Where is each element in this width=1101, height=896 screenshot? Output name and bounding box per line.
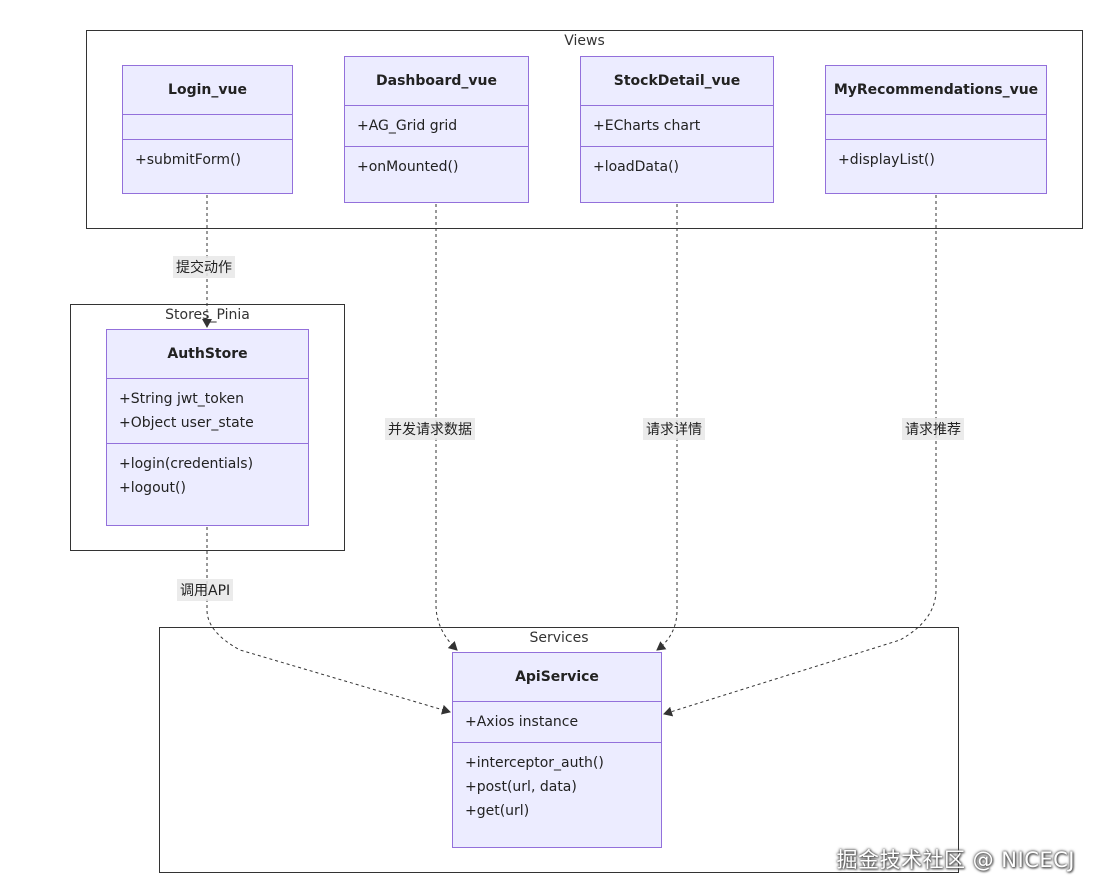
class-attribute: +AG_Grid grid bbox=[357, 118, 458, 134]
class-attribute: +ECharts chart bbox=[593, 118, 701, 134]
edge-dashboard-to-apiservice bbox=[435, 204, 458, 651]
watermark-text: 掘金技术社区 @ NICECJ bbox=[836, 848, 1075, 872]
class-dashboard-vue: Dashboard_vue +AG_Grid grid +onMounted() bbox=[344, 56, 529, 203]
class-name: Dashboard_vue bbox=[345, 57, 528, 106]
class-method: +loadData() bbox=[593, 159, 680, 175]
class-apiservice: ApiService +Axios instance +interceptor_… bbox=[452, 652, 662, 848]
edge-label-myrec-to-apiservice: 请求推荐 bbox=[902, 418, 964, 440]
class-attributes bbox=[123, 115, 292, 140]
class-attribute: +Axios instance bbox=[465, 714, 579, 730]
class-attribute: +Object user_state bbox=[119, 415, 254, 431]
class-methods: +interceptor_auth() +post(url, data) +ge… bbox=[453, 743, 661, 831]
class-method: +submitForm() bbox=[135, 152, 241, 168]
class-login-vue: Login_vue +submitForm() bbox=[122, 65, 293, 194]
class-method: +interceptor_auth() bbox=[465, 755, 604, 771]
edge-label-authstore-to-apiservice: 调用API bbox=[177, 579, 234, 601]
edge-authstore-to-apiservice bbox=[206, 527, 451, 715]
class-attributes: +Axios instance bbox=[453, 702, 661, 743]
class-name: MyRecommendations_vue bbox=[826, 66, 1046, 115]
services-group-title: Services bbox=[529, 630, 589, 646]
class-attributes bbox=[826, 115, 1046, 140]
class-methods: +loadData() bbox=[581, 147, 773, 187]
edge-label-dashboard-to-apiservice: 并发请求数据 bbox=[385, 418, 475, 440]
class-methods: +login(credentials) +logout() bbox=[107, 444, 308, 508]
class-name: ApiService bbox=[453, 653, 661, 702]
class-method: +displayList() bbox=[838, 152, 935, 168]
edge-label-login-to-authstore: 提交动作 bbox=[173, 256, 235, 278]
edge-stockdetail-to-apiservice bbox=[656, 204, 678, 651]
class-attributes: +String jwt_token +Object user_state bbox=[107, 379, 308, 444]
class-methods: +displayList() bbox=[826, 140, 1046, 180]
class-method: +login(credentials) bbox=[119, 456, 254, 472]
edge-myrec-to-apiservice bbox=[663, 195, 937, 717]
edge-label-stockdetail-to-apiservice: 请求详情 bbox=[643, 418, 705, 440]
class-attribute: +String jwt_token bbox=[119, 391, 244, 407]
class-methods: +onMounted() bbox=[345, 147, 528, 187]
class-myrecommendations-vue: MyRecommendations_vue +displayList() bbox=[825, 65, 1047, 194]
views-group-title: Views bbox=[564, 33, 605, 49]
class-method: +get(url) bbox=[465, 803, 530, 819]
class-method: +logout() bbox=[119, 480, 186, 496]
class-stockdetail-vue: StockDetail_vue +ECharts chart +loadData… bbox=[580, 56, 774, 203]
class-name: AuthStore bbox=[107, 330, 308, 379]
class-authstore: AuthStore +String jwt_token +Object user… bbox=[106, 329, 309, 526]
class-name: Login_vue bbox=[123, 66, 292, 115]
class-name: StockDetail_vue bbox=[581, 57, 773, 106]
class-method: +onMounted() bbox=[357, 159, 459, 175]
class-attributes: +AG_Grid grid bbox=[345, 106, 528, 147]
class-attributes: +ECharts chart bbox=[581, 106, 773, 147]
class-methods: +submitForm() bbox=[123, 140, 292, 180]
class-method: +post(url, data) bbox=[465, 779, 577, 795]
